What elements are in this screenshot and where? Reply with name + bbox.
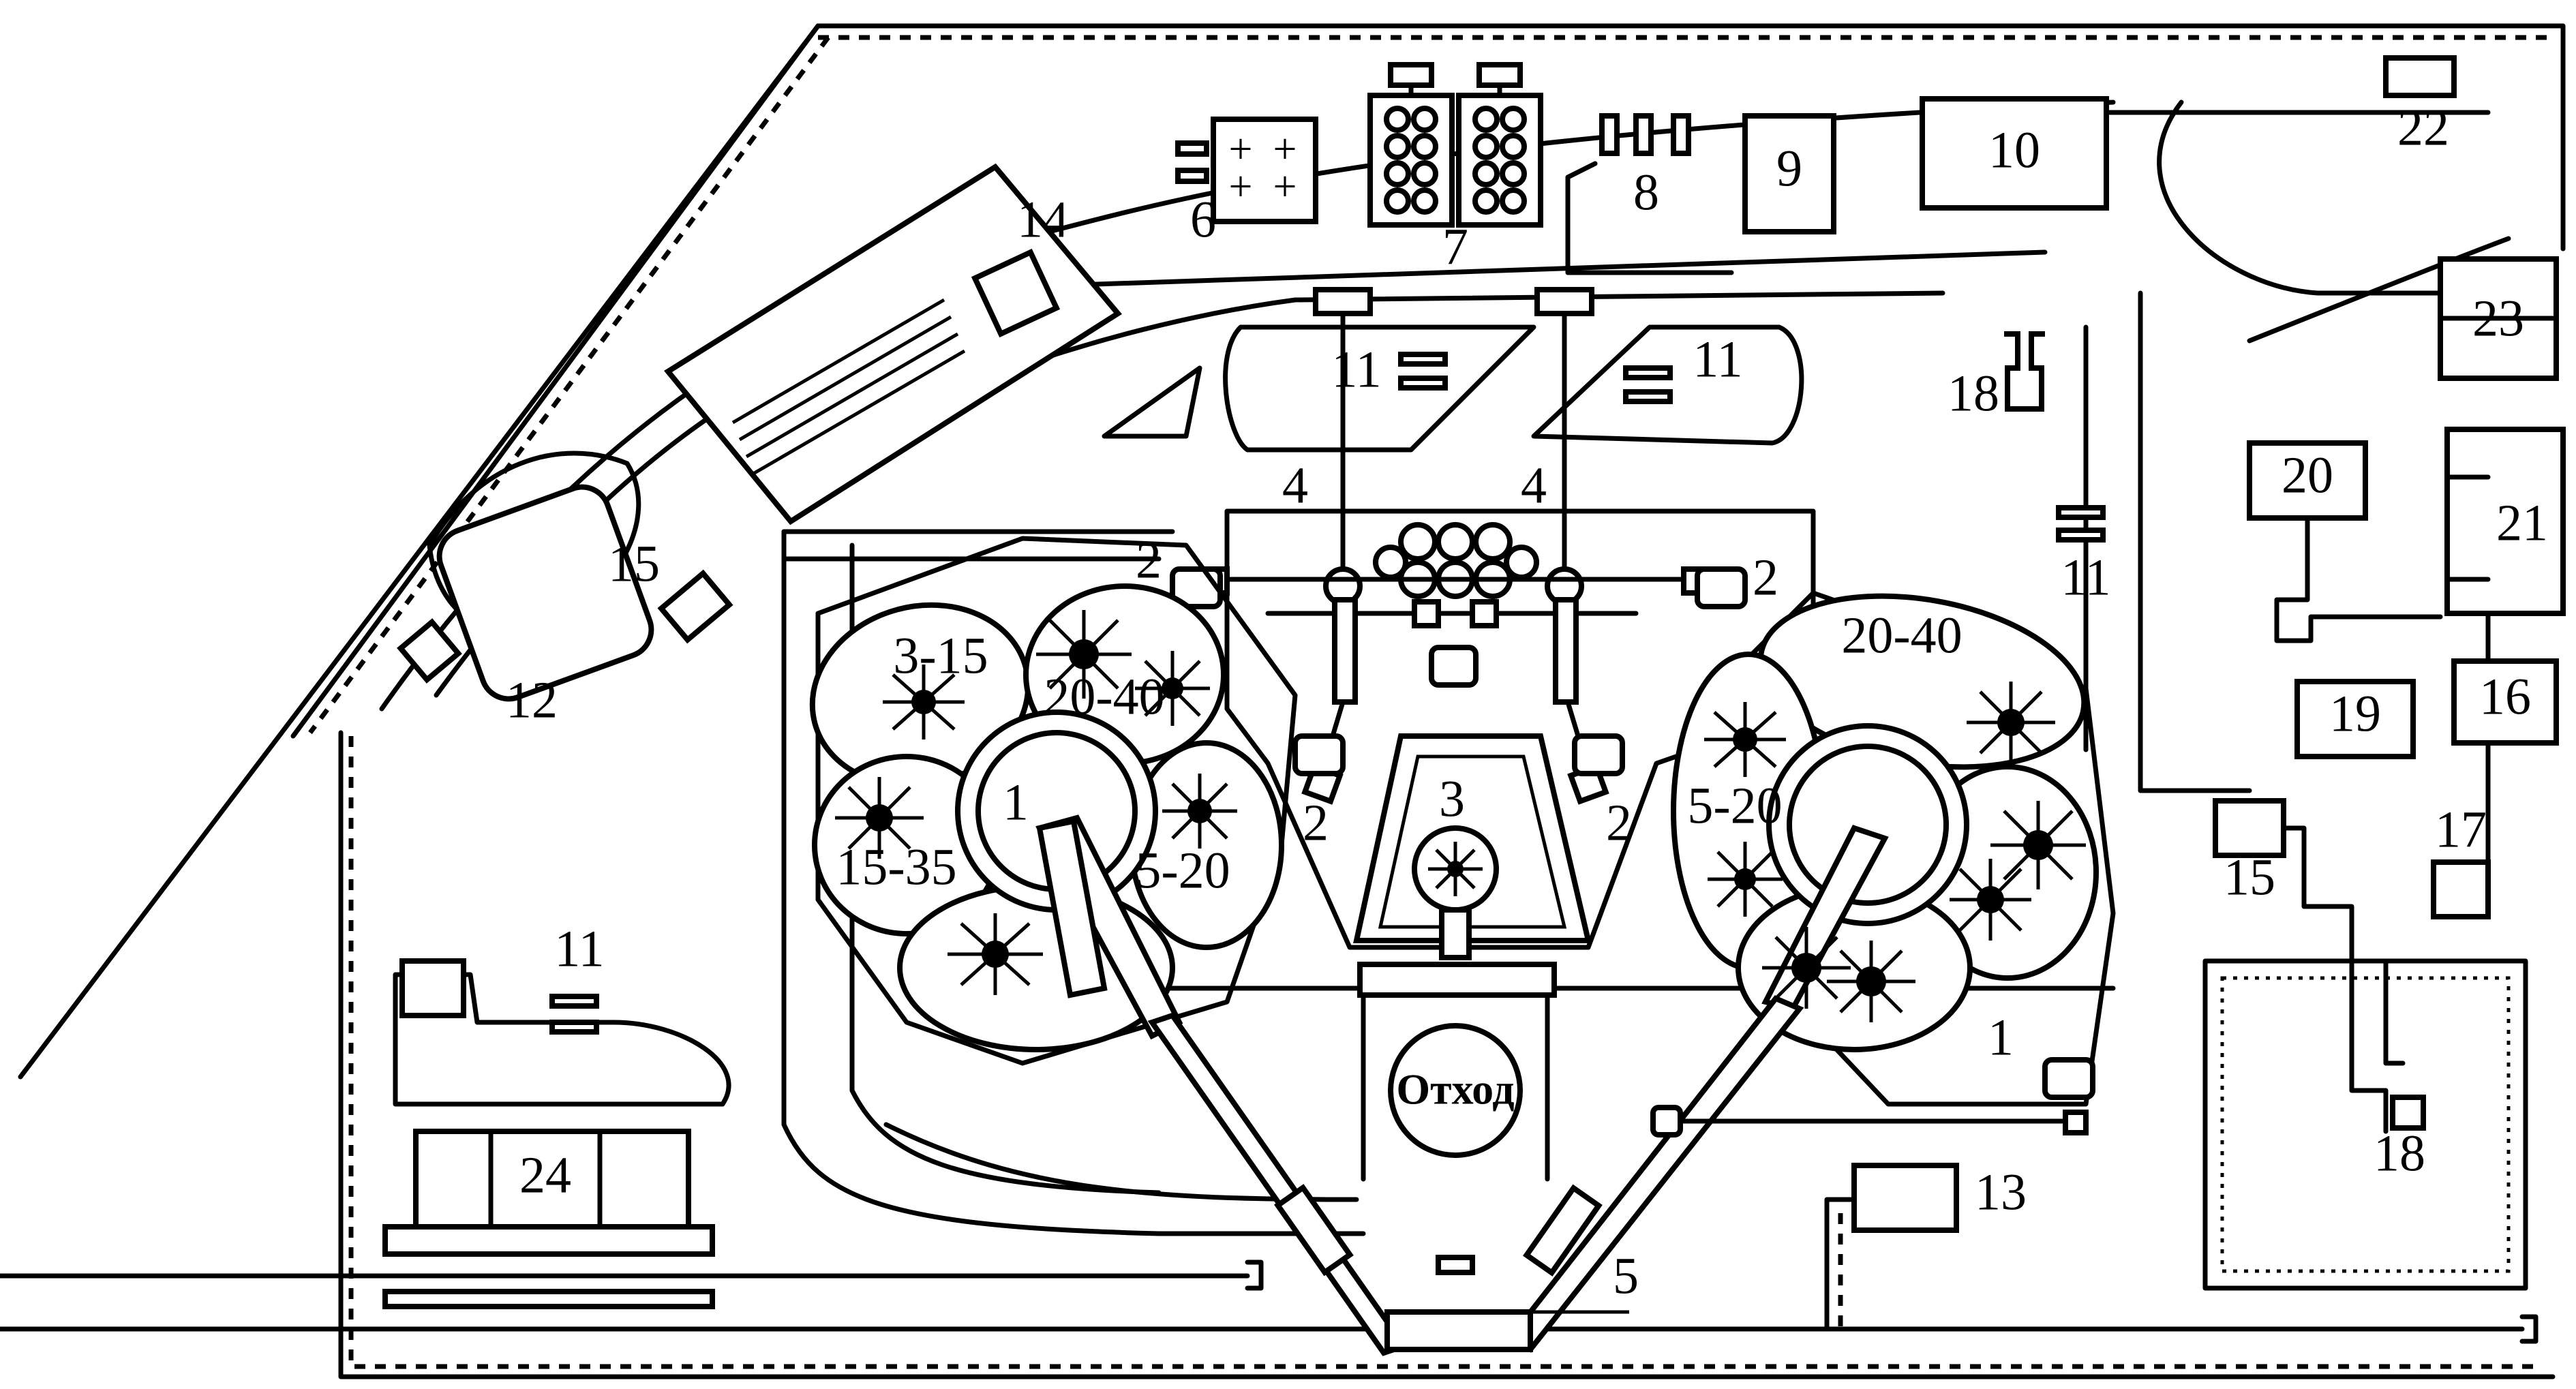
- label-14: 14: [1017, 191, 1069, 248]
- quarry-left: 1 3-15 20-40 15-35 5-20: [809, 536, 1298, 1066]
- zone-12: 12: [427, 451, 654, 729]
- building-6: + + + + 6: [1175, 117, 1318, 248]
- tank-cluster: [1373, 522, 1539, 599]
- loading-station-5: 5: [1384, 1247, 1639, 1352]
- label-15-left: 15: [608, 535, 660, 592]
- pits-2: 2 2 2 2: [1136, 532, 1778, 851]
- building-16: 16: [2451, 658, 2559, 746]
- plot-11-upper-right: 11: [1531, 324, 1804, 446]
- perimeter-fence: [18, 23, 2566, 1379]
- waste-dump: Отход: [1357, 962, 1557, 1182]
- checkpoint-18-top: 18: [1948, 331, 2045, 422]
- building-7: 7: [1367, 62, 1543, 275]
- label-12: 12: [506, 671, 558, 729]
- pit-marker-right: [2042, 1057, 2095, 1100]
- building-10: 10: [1920, 96, 2491, 211]
- range-3-15: 3-15: [893, 627, 988, 684]
- building-20: 20: [2247, 440, 2443, 643]
- label-22: 22: [2397, 99, 2449, 156]
- building-23: 23: [2438, 256, 2559, 381]
- svg-text:+: +: [1273, 126, 1297, 172]
- label-2-bl: 2: [1303, 794, 1329, 851]
- storage-yard-18: 18: [2202, 958, 2528, 1291]
- building-14: 14: [664, 163, 1122, 525]
- range-5-20-left: 5-20: [1135, 842, 1230, 899]
- label-8: 8: [1633, 164, 1659, 221]
- label-19: 19: [2329, 685, 2381, 742]
- blasts-left: [835, 610, 1237, 995]
- label-11-right: 11: [2061, 549, 2110, 606]
- railway-tracks: [0, 1260, 2539, 1344]
- label-4-right: 4: [1521, 457, 1547, 514]
- label-2-br: 2: [1606, 794, 1632, 851]
- pit-3: 3: [1353, 733, 1592, 960]
- label-11-upper-left: 11: [1331, 341, 1381, 398]
- label-20: 20: [2282, 446, 2333, 504]
- label-16: 16: [2479, 668, 2531, 725]
- checkpoint-15-left: 15: [397, 535, 733, 684]
- label-5: 5: [1613, 1247, 1639, 1304]
- svg-text:+: +: [1229, 126, 1253, 172]
- building-21: 21: [2444, 427, 2566, 616]
- label-17: 17: [2435, 801, 2487, 858]
- blast-star-3: [1428, 842, 1483, 896]
- plot-11-upper-left: 11: [1223, 324, 1536, 453]
- label-7: 7: [1442, 218, 1468, 275]
- label-23: 23: [2472, 290, 2524, 347]
- building-24: 24: [382, 1129, 715, 1257]
- label-9: 9: [1776, 140, 1802, 197]
- blasts-right: [1704, 682, 2086, 1022]
- label-2-tr: 2: [1753, 549, 1778, 606]
- range-20-40-right: 20-40: [1841, 607, 1962, 664]
- label-waste: Отход: [1396, 1065, 1514, 1114]
- range-5-20-right: 5-20: [1687, 777, 1782, 834]
- tank-grid-7a: [1384, 106, 1438, 215]
- label-11-upper-right: 11: [1693, 331, 1742, 388]
- label-15-right: 15: [2224, 849, 2275, 906]
- triangle-island: [1102, 365, 1202, 439]
- label-1-right: 1: [1988, 1009, 2014, 1066]
- range-15-35: 15-35: [836, 838, 956, 896]
- label-18-yard: 18: [2374, 1125, 2425, 1182]
- building-17: 17: [2431, 747, 2491, 919]
- label-11-left: 11: [554, 920, 604, 977]
- label-3: 3: [1439, 770, 1465, 827]
- svg-text:+: +: [1273, 164, 1297, 210]
- plot-11-left: 11: [393, 920, 731, 1107]
- label-2-tl: 2: [1136, 532, 1162, 589]
- range-20-40-left: 20-40: [1044, 668, 1164, 725]
- docks-4: 4 4: [1282, 287, 1594, 606]
- label-10: 10: [1988, 121, 2040, 179]
- building-8: 8: [1565, 113, 1734, 275]
- building-9: 9: [1742, 113, 1836, 234]
- label-24: 24: [519, 1146, 571, 1204]
- tank-grid-7b: [1472, 106, 1527, 215]
- label-6: 6: [1190, 191, 1216, 248]
- label-4-left: 4: [1282, 457, 1308, 514]
- building-13: 13: [1824, 1163, 2027, 1332]
- label-18-top: 18: [1948, 365, 1999, 422]
- checkpoint-15-right: 15: [2213, 798, 2354, 964]
- plot-11-right: 11: [2056, 505, 2111, 606]
- conveyors-to-5: [1147, 995, 2089, 1356]
- label-21: 21: [2496, 494, 2548, 551]
- building-22: 22: [2383, 55, 2457, 156]
- building-19: 19: [2294, 679, 2416, 759]
- svg-text:+: +: [1229, 164, 1253, 210]
- label-13: 13: [1975, 1163, 2027, 1221]
- label-1-left: 1: [1003, 774, 1029, 831]
